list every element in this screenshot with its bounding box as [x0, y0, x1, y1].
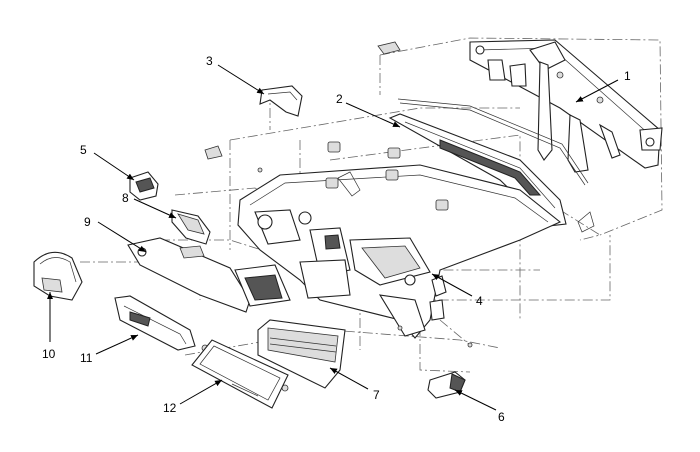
part-12-glove-box-door — [191, 339, 289, 409]
callout-labels: 1 2 3 4 5 6 7 8 9 10 11 12 — [42, 54, 631, 424]
callout-1: 1 — [624, 69, 631, 83]
main-crash-pad — [237, 164, 562, 339]
callout-11: 11 — [80, 351, 93, 365]
callout-8: 8 — [122, 191, 129, 205]
part-6-switch — [427, 371, 466, 399]
callout-9: 9 — [84, 215, 91, 229]
part-10-cluster-housing — [33, 251, 83, 301]
callout-3: 3 — [206, 54, 213, 68]
part-3-cover — [259, 85, 303, 117]
part-11-lower-panel — [114, 295, 196, 351]
callout-6: 6 — [498, 410, 505, 424]
fastener-clips — [201, 41, 595, 392]
crossbar-assembly — [469, 39, 663, 173]
part-7-glove-box-housing — [257, 319, 346, 389]
part-5-side-vent — [129, 171, 159, 201]
leader-arrows — [47, 64, 619, 411]
callout-7: 7 — [373, 388, 380, 402]
callout-5: 5 — [80, 143, 87, 157]
callout-4: 4 — [476, 294, 483, 308]
part-8-center-vent — [171, 209, 211, 245]
callout-12: 12 — [163, 401, 177, 415]
callout-10: 10 — [42, 347, 56, 361]
part-9-garnish-panel — [127, 237, 291, 313]
callout-2: 2 — [336, 92, 343, 106]
